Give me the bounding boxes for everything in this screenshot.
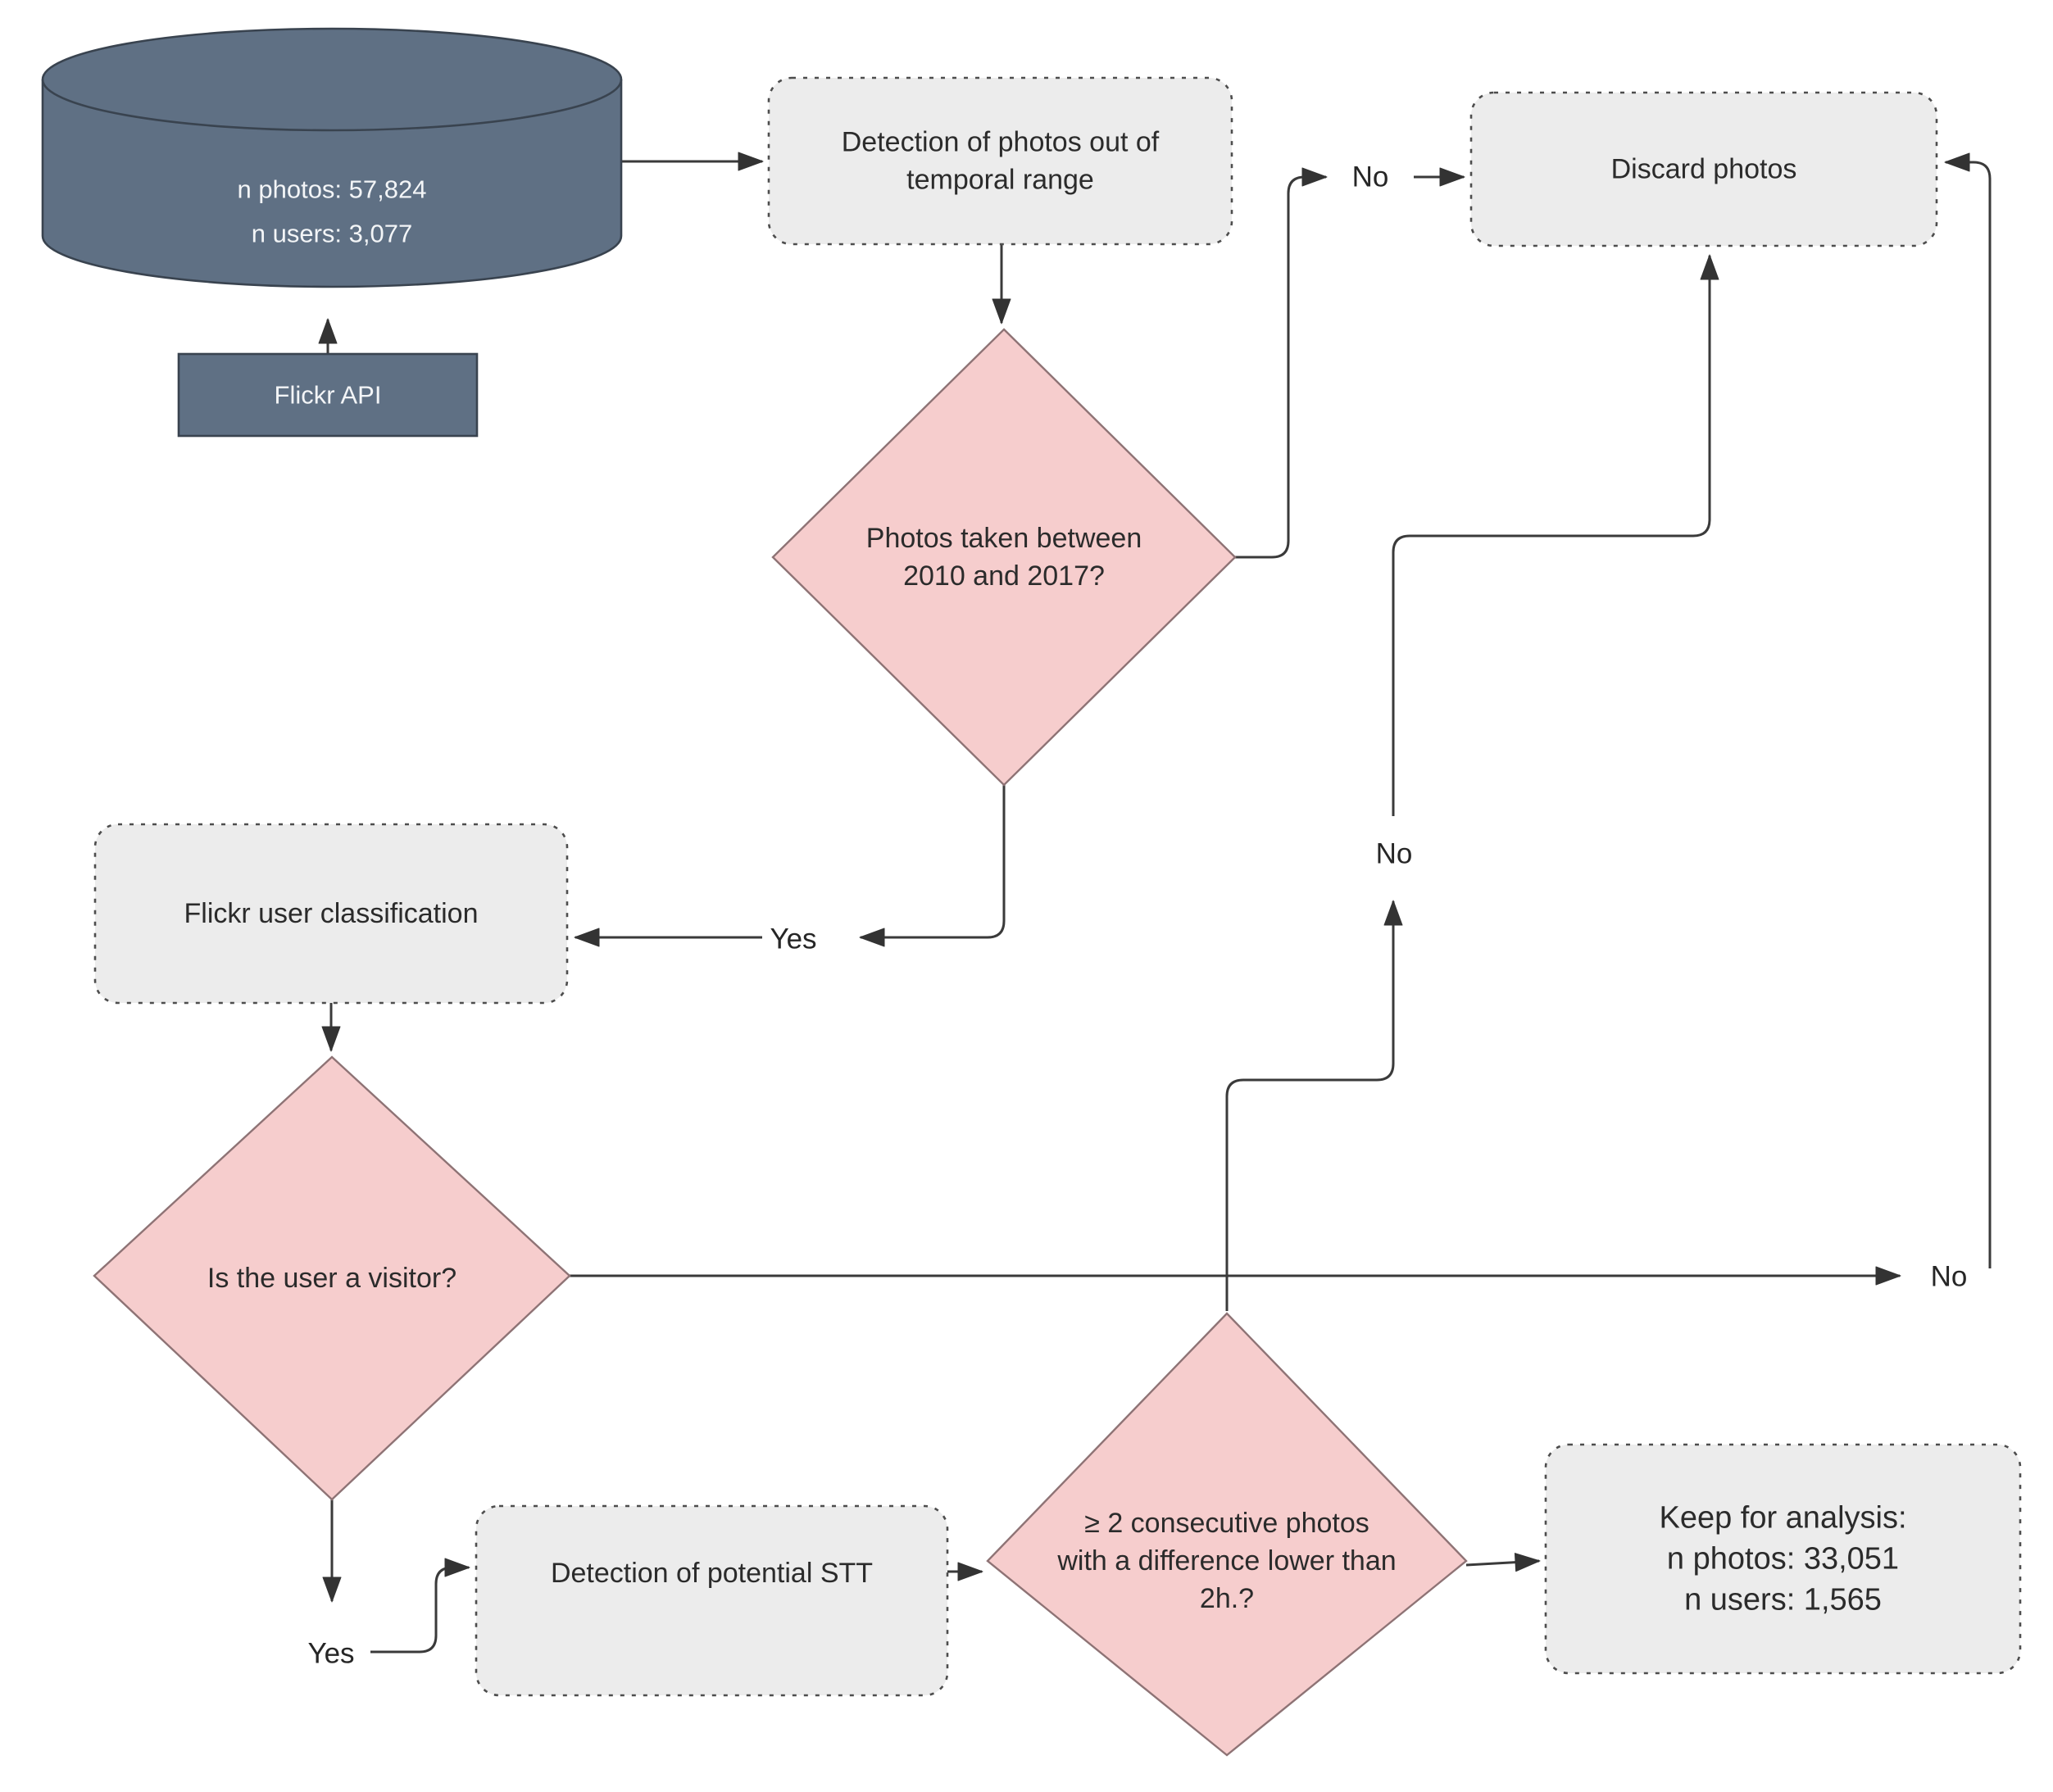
decision-consecutive-photos-label-line-3: 2h.? bbox=[1200, 1583, 1254, 1614]
detect-potential-stt-shape bbox=[475, 1504, 949, 1697]
flickr-database-label-line-1: n photos: 57,824 bbox=[238, 175, 427, 204]
flickr-database-label-line-2: n users: 3,077 bbox=[252, 220, 412, 248]
keep-for-analysis-label-line-3: n users: 1,565 bbox=[1684, 1583, 1882, 1617]
node-decision-consecutive-photos: ≥ 2 consecutive photos with a difference … bbox=[986, 1312, 1468, 1757]
node-decision-is-visitor: Is the user a visitor? bbox=[93, 1055, 571, 1501]
flickr-api-shape bbox=[177, 352, 479, 438]
flickr-api-label-line-1: Flickr API bbox=[275, 381, 382, 410]
detect-temporal-range-label-line-2: temporal range bbox=[906, 165, 1094, 196]
decision-consecutive-photos-label-line-2: with a difference lower than bbox=[1056, 1545, 1396, 1577]
edge-no3-to-discard bbox=[1392, 254, 1719, 816]
edge-decision3-to-keep bbox=[1465, 1553, 1541, 1572]
edge-label-decision3-no-line: No bbox=[1376, 838, 1413, 870]
decision-consecutive-photos-shape bbox=[986, 1312, 1468, 1757]
edge-yes2-to-stt bbox=[370, 1558, 470, 1654]
decision-is-visitor-shape bbox=[93, 1055, 571, 1501]
decision-taken-2010-2017-label-line-2: 2010 and 2017? bbox=[903, 560, 1105, 592]
detect-potential-stt-label-line-1: Detection of potential STT bbox=[551, 1558, 873, 1589]
edge-decision1-yes-line bbox=[859, 785, 1006, 947]
keep-for-analysis-label-line-2: n photos: 33,051 bbox=[1667, 1542, 1899, 1577]
discard-photos-shape bbox=[1469, 91, 1938, 247]
node-decision-taken-2010-2017: Photos taken between 2010 and 2017? bbox=[771, 328, 1237, 787]
keep-for-analysis-shape bbox=[1544, 1443, 2022, 1675]
decision-taken-2010-2017-shape bbox=[771, 328, 1237, 787]
node-flickr-api: Flickr API bbox=[177, 352, 479, 438]
edges-layer bbox=[318, 152, 1992, 1654]
edge-label-decision2-yes-line: Yes bbox=[307, 1638, 354, 1670]
detect-temporal-range-label-line-1: Detection of photos out of bbox=[842, 127, 1160, 158]
node-flickr-database: n photos: 57,824 n users: 3,077 bbox=[41, 27, 623, 288]
node-discard-photos: Discard photos bbox=[1469, 91, 1938, 247]
decision-taken-2010-2017-label-line-1: Photos taken between bbox=[866, 523, 1142, 554]
keep-for-analysis-label-line-1: Keep for analysis: bbox=[1659, 1501, 1906, 1536]
node-flickr-user-classification: Flickr user classification bbox=[93, 823, 569, 1005]
node-detect-temporal-range: Detection of photos out of temporal range bbox=[767, 76, 1233, 246]
decision-consecutive-photos-label-line-1: ≥ 2 consecutive photos bbox=[1084, 1508, 1369, 1539]
edge-label-decision1-no-line: No bbox=[1352, 161, 1389, 193]
discard-photos-label-line-1: Discard photos bbox=[1611, 154, 1797, 185]
detect-temporal-range-shape bbox=[767, 76, 1233, 246]
node-detect-potential-stt: Detection of potential STT bbox=[475, 1504, 949, 1697]
edge-label-decision1-yes-line: Yes bbox=[770, 923, 816, 955]
decision-is-visitor-label-line-1: Is the user a visitor? bbox=[207, 1263, 456, 1294]
node-keep-for-analysis: Keep for analysis: n photos: 33,051 n user… bbox=[1544, 1443, 2022, 1675]
flickr-user-classification-label-line-1: Flickr user classification bbox=[184, 898, 479, 929]
edge-decision1-no-line bbox=[1235, 167, 1328, 559]
edge-label-decision2-no-line: No bbox=[1931, 1261, 1968, 1293]
flickr-user-classification-shape bbox=[93, 823, 569, 1005]
edge-no2-to-discard bbox=[1944, 152, 1992, 1268]
flickr-database-rim bbox=[41, 79, 623, 132]
edge-decision3-no-line bbox=[1225, 900, 1403, 1311]
flickr-database-shape bbox=[41, 27, 623, 288]
